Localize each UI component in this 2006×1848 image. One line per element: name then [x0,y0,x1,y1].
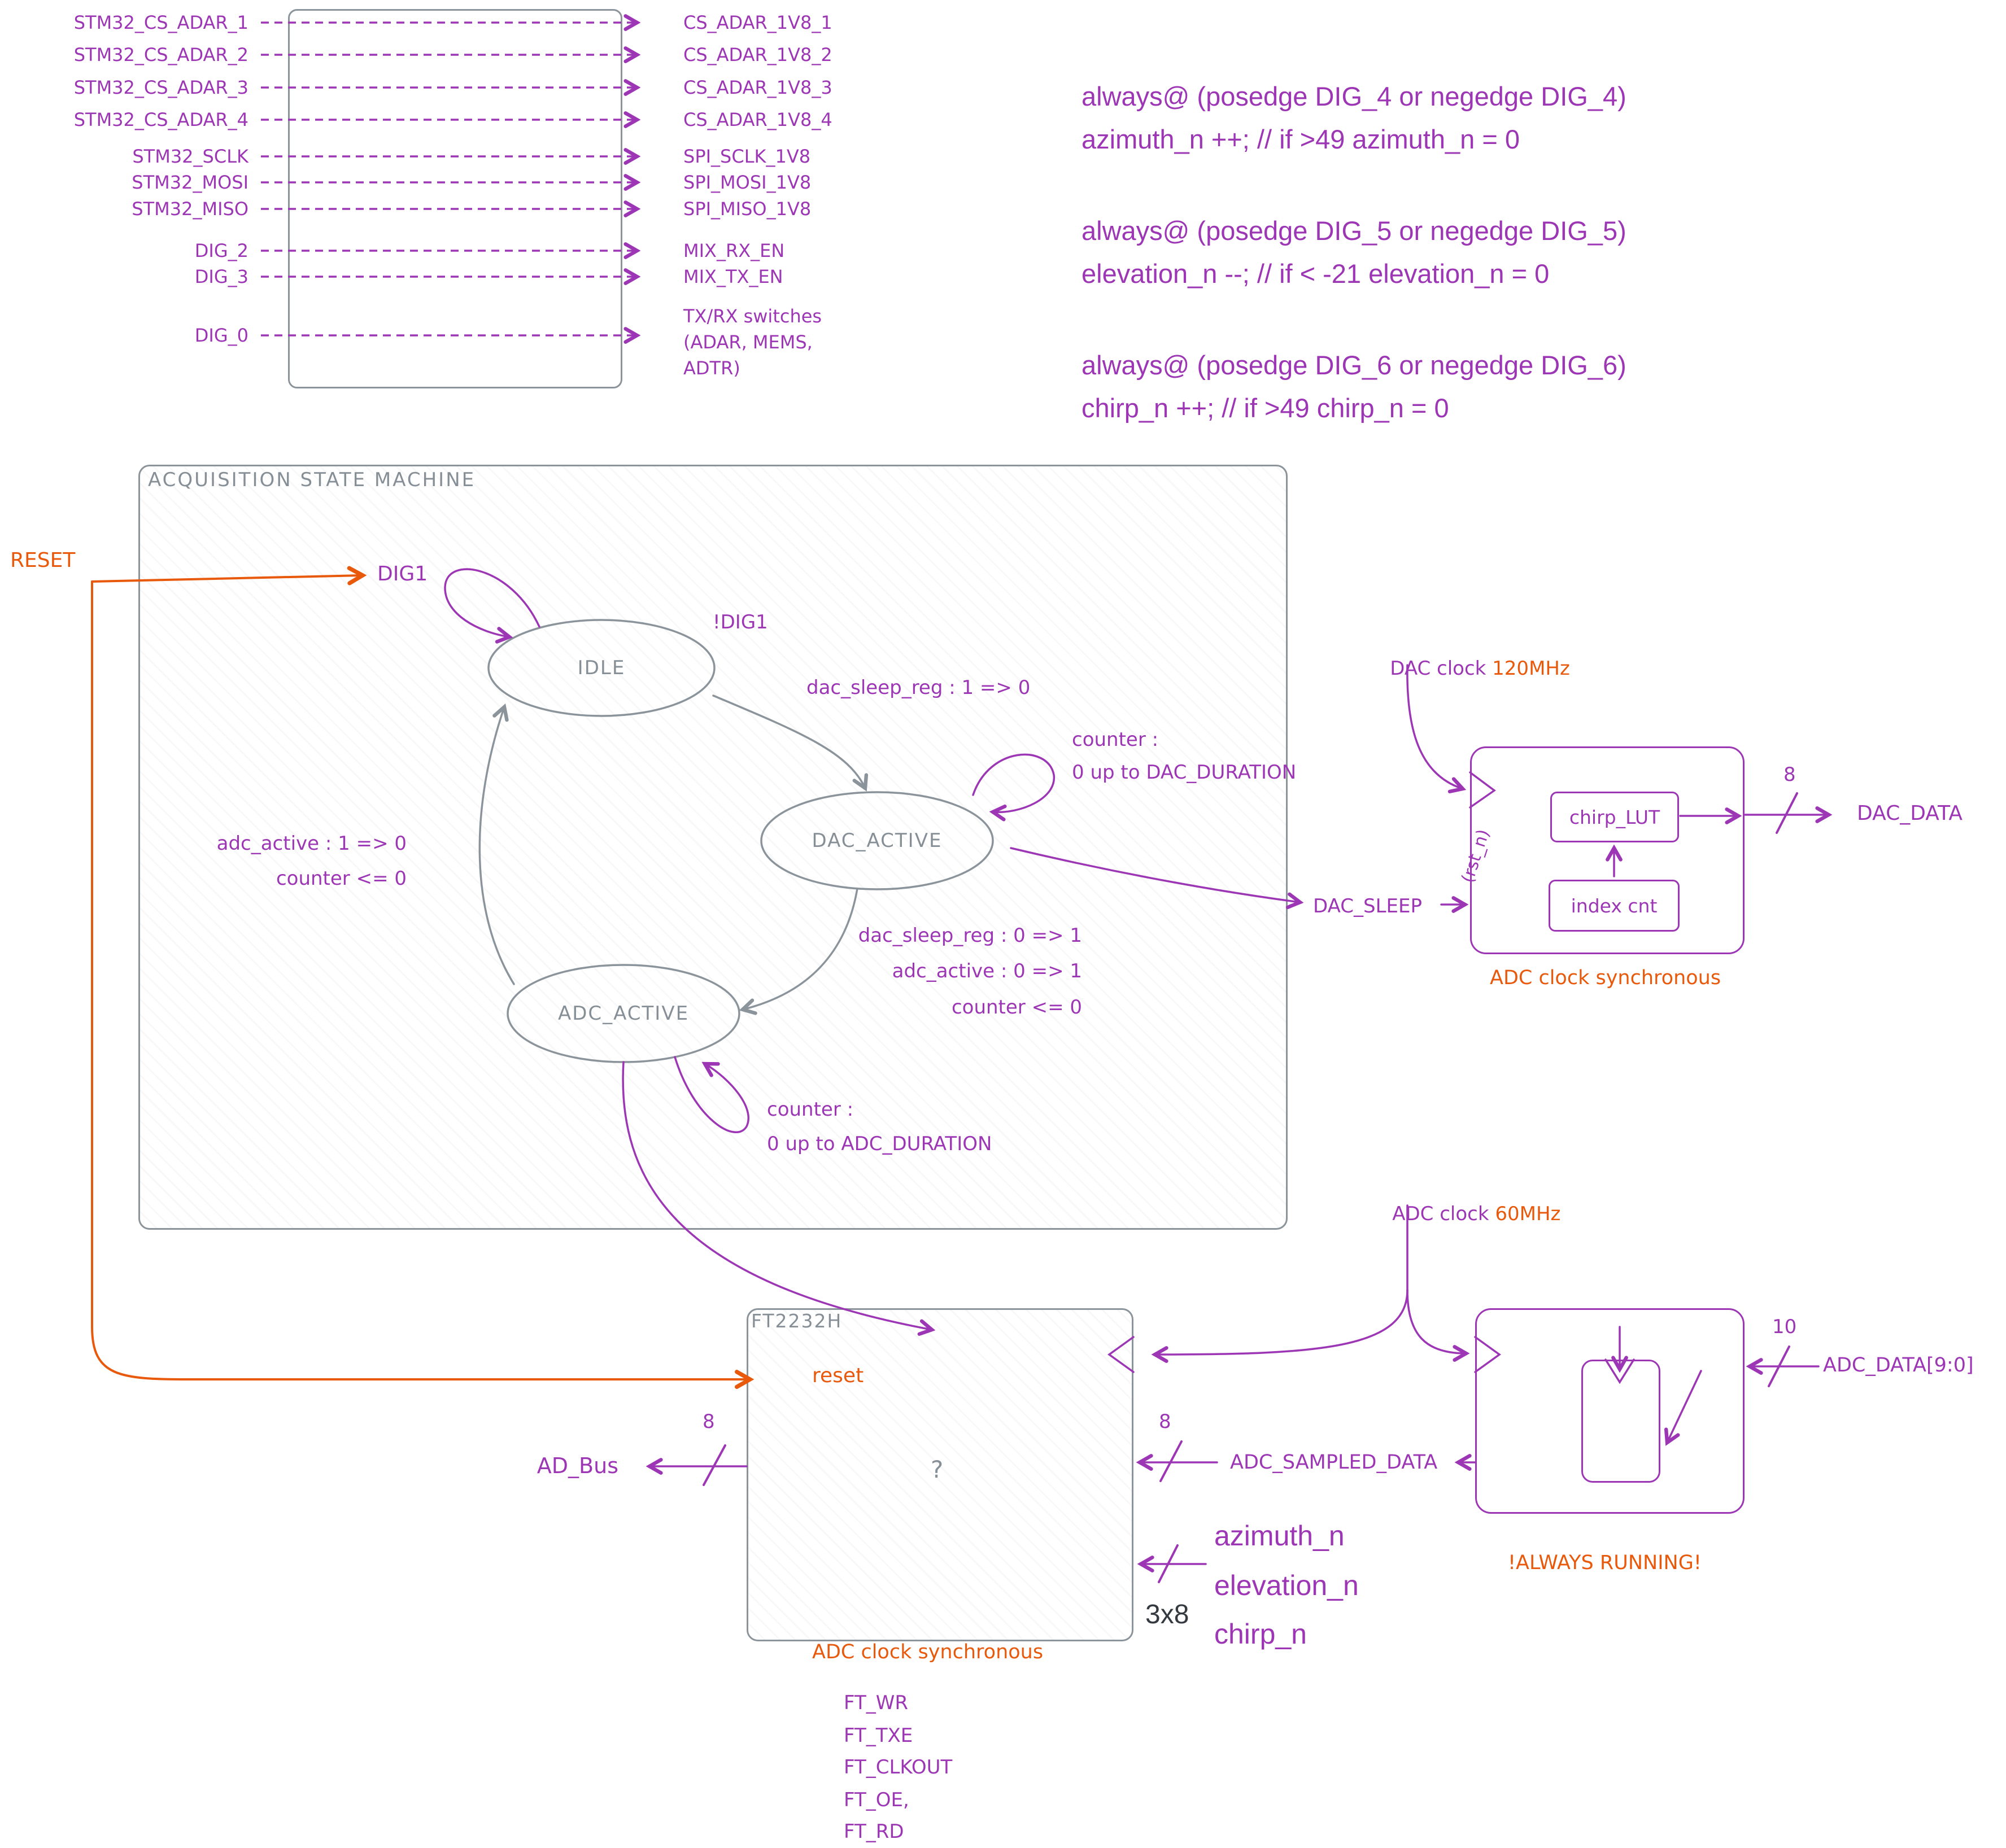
dac-clock-text: DAC clock [1390,657,1486,680]
adc-clock-text: ADC clock [1392,1203,1489,1225]
adc-to-idle-l2: counter <= 0 [276,867,407,890]
ls-left-5: STM32_MOSI [132,172,248,193]
verilog-b3-l2: chirp_n ++; // if >49 chirp_n = 0 [1082,393,1449,423]
bus-3x8-label: 3x8 [1145,1600,1189,1629]
dac-block-box [1470,746,1745,954]
adc-clock-to-ft-arrow [1151,1289,1408,1363]
adc-caption: !ALWAYS RUNNING! [1508,1552,1702,1574]
chirp-lut-label: chirp_LUT [1569,806,1660,828]
sampled-width: 8 [1159,1410,1171,1433]
ft-signal-1: FT_TXE [844,1724,913,1747]
ad-bus-slash [703,1444,726,1486]
dac-to-adc-l2: adc_active : 0 => 1 [892,960,1082,982]
txrx-note-3: ADTR) [683,357,740,379]
adc-data-label: ADC_DATA[9:0] [1823,1354,1974,1377]
dac-caption: ADC clock synchronous [1490,967,1721,989]
adc-clock-to-adc-arrow [1406,1289,1470,1362]
adc-clock-freq: 60MHz [1495,1203,1561,1225]
verilog-b1-l1: always@ (posedge DIG_4 or negedge DIG_4) [1082,81,1626,111]
ls-right-0: CS_ADAR_1V8_1 [683,12,832,33]
adc-data-bus-slash [1768,1345,1790,1387]
counters-bus-slash [1158,1544,1179,1583]
level-shifter-box [288,9,622,388]
ls-left-2: STM32_CS_ADAR_3 [73,77,248,98]
idle-state-label: IDLE [577,657,626,679]
verilog-b1-l2: azimuth_n ++; // if >49 azimuth_n = 0 [1082,124,1520,154]
dac-clock-label: DAC clock 120MHz [1366,635,1570,702]
dac-active-state-label: DAC_ACTIVE [812,829,943,852]
ls-left-4: STM32_SCLK [132,146,248,167]
txrx-note-2: (ADAR, MEMS, [683,331,813,353]
azimuth-label: azimuth_n [1214,1520,1345,1552]
ad-bus-width: 8 [703,1410,715,1433]
chirp-label: chirp_n [1214,1618,1307,1650]
ft-question-mark: ? [931,1456,944,1483]
dac-out-width: 8 [1783,763,1796,786]
ls-left-0: STM32_CS_ADAR_1 [73,12,248,33]
dac-to-adc-l3: counter <= 0 [951,996,1082,1019]
dac-sleep-label: DAC_SLEEP [1313,895,1422,918]
ft-signal-0: FT_WR [844,1692,908,1714]
index-cnt-box: index cnt [1549,880,1680,932]
adc-active-state-label: ADC_ACTIVE [557,1002,690,1025]
idle-to-dac-label: dac_sleep_reg : 1 => 0 [806,676,1031,699]
ls-right-3: CS_ADAR_1V8_4 [683,109,832,130]
verilog-b2-l2: elevation_n --; // if < -21 elevation_n … [1082,259,1550,289]
ad-bus-label: AD_Bus [537,1453,618,1478]
ft-signal-3: FT_OE, [844,1789,909,1811]
ls-left-1: STM32_CS_ADAR_2 [73,44,248,65]
ls-left-6: STM32_MISO [132,198,248,220]
dac-data-bus-slash [1776,792,1798,834]
elevation-label: elevation_n [1214,1570,1359,1601]
ls-left-9: DIG_0 [194,325,248,346]
adc-sampled-data-label: ADC_SAMPLED_DATA [1230,1451,1438,1474]
ls-right-2: CS_ADAR_1V8_3 [683,77,832,98]
ft2232h-title: FT2232H [751,1310,843,1332]
dac-loop-l2: 0 up to DAC_DURATION [1072,761,1297,784]
sampled-bus-slash [1159,1440,1183,1482]
verilog-b3-l1: always@ (posedge DIG_6 or negedge DIG_6) [1082,350,1626,380]
ls-left-3: STM32_CS_ADAR_4 [73,109,248,130]
adc-loop-l2: 0 up to ADC_DURATION [767,1133,992,1155]
ls-right-7: MIX_RX_EN [683,240,785,261]
ls-right-8: MIX_TX_EN [683,266,783,287]
not-dig1-label: !DIG1 [713,611,768,634]
adc-sampler-box [1475,1308,1745,1514]
adc-clock-label: ADC clock 60MHz [1368,1180,1560,1248]
verilog-b2-l1: always@ (posedge DIG_5 or negedge DIG_5) [1082,216,1626,246]
dac-loop-l1: counter : [1072,728,1159,751]
ls-left-7: DIG_2 [194,240,248,261]
adc-sampler-register [1581,1360,1660,1483]
dac-data-label: DAC_DATA [1857,802,1963,825]
dig1-label: DIG1 [377,562,428,586]
ls-right-5: SPI_MOSI_1V8 [683,172,812,193]
index-cnt-label: index cnt [1571,894,1658,917]
dac-to-adc-l1: dac_sleep_reg : 0 => 1 [858,924,1082,947]
adc-data-width: 10 [1772,1316,1797,1338]
ft-signal-4: FT_RD [844,1820,904,1843]
ls-right-1: CS_ADAR_1V8_2 [683,44,832,65]
ls-left-8: DIG_3 [194,266,248,287]
ls-right-6: SPI_MISO_1V8 [683,198,812,220]
ft2232h-box [747,1308,1133,1641]
ft-signal-2: FT_CLKOUT [844,1756,953,1779]
adc-loop-l1: counter : [767,1098,854,1121]
dac-clock-freq: 120MHz [1492,657,1570,680]
adc-to-idle-l1: adc_active : 1 => 0 [216,832,407,855]
ls-right-4: SPI_SCLK_1V8 [683,146,811,167]
state-machine-title: ACQUISITION STATE MACHINE [148,469,476,491]
ft-reset-label: reset [812,1364,864,1387]
ft-caption: ADC clock synchronous [812,1641,1044,1663]
chirp-lut-box: chirp_LUT [1550,792,1679,842]
txrx-note-1: TX/RX switches [683,305,822,327]
reset-label: RESET [10,549,76,572]
